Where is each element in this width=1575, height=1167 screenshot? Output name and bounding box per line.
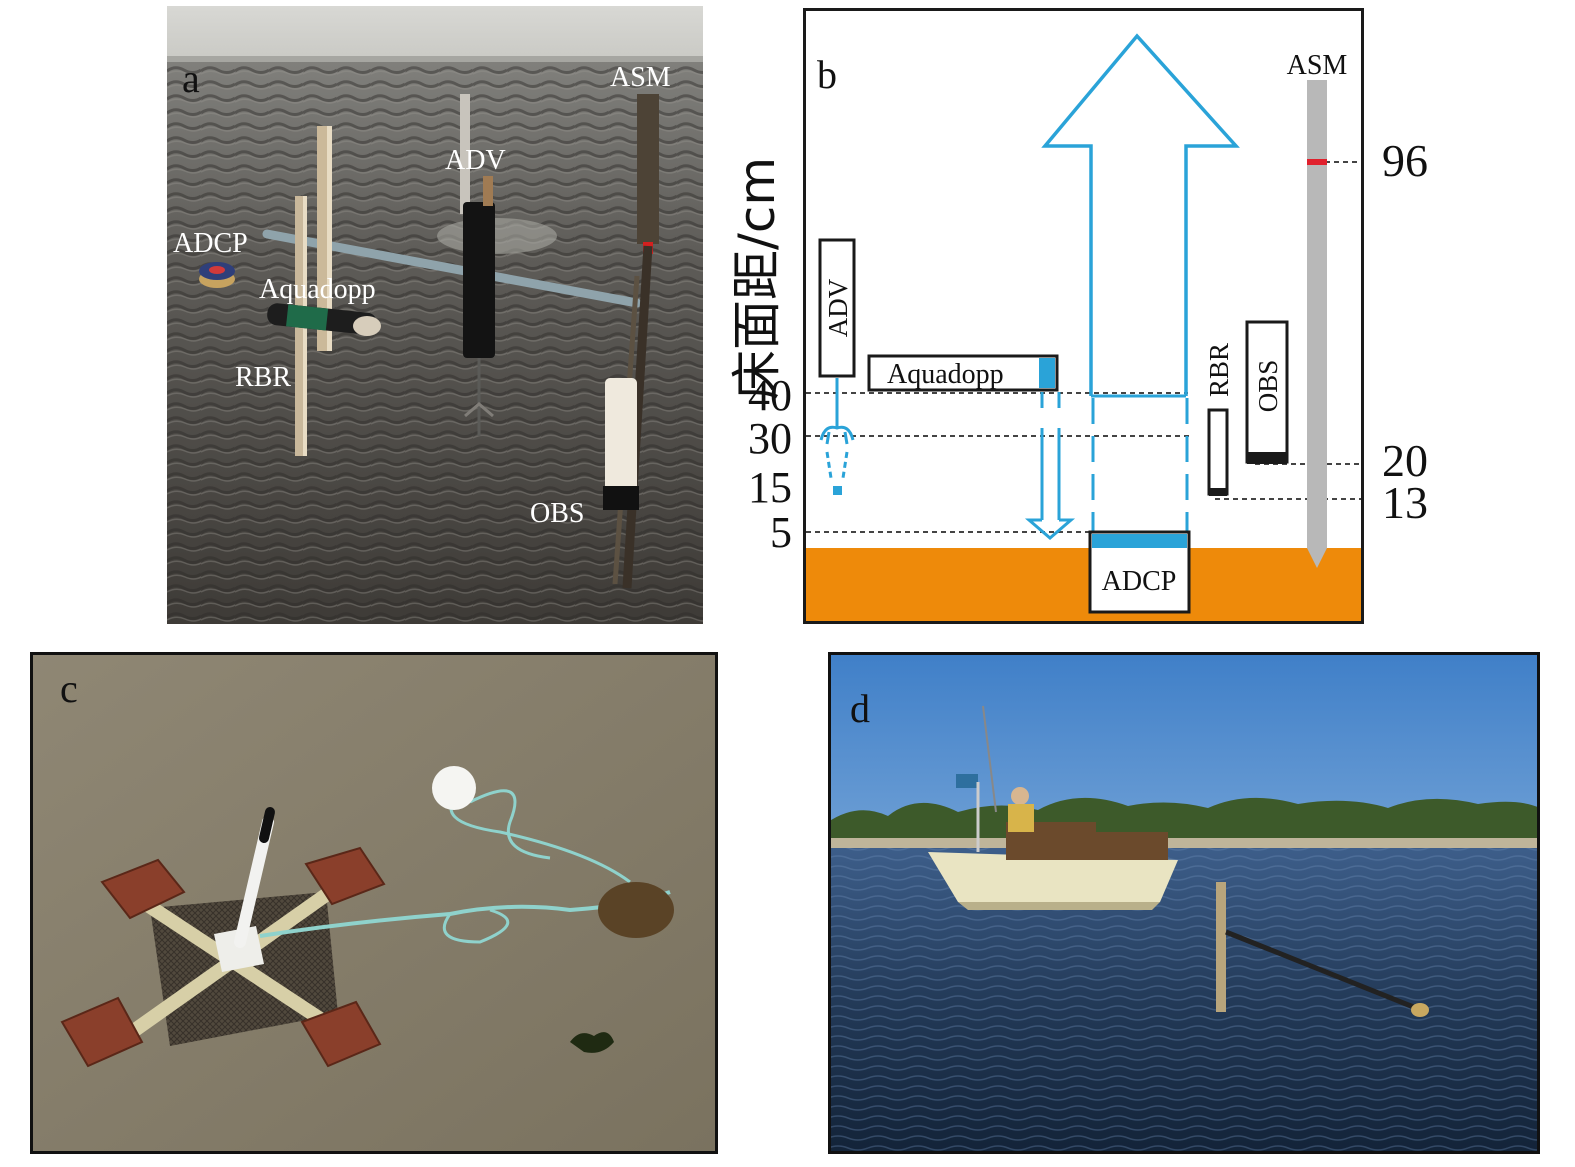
tick-15: 15 bbox=[748, 463, 792, 512]
tick-20: 20 bbox=[1382, 435, 1428, 486]
adv-box bbox=[818, 238, 856, 378]
panel-c-letter: c bbox=[60, 666, 78, 711]
panel-a-letter: a bbox=[182, 56, 200, 101]
axis-label-text: 床面距/cm bbox=[728, 157, 786, 400]
rbr-label: RBR bbox=[1204, 343, 1234, 397]
instrument-schematic: ADCP Aquadopp ADV RBR bbox=[803, 8, 1364, 624]
tick-5: 5 bbox=[770, 508, 792, 550]
obs-label: OBS bbox=[1253, 360, 1283, 413]
label-asm: ASM bbox=[610, 62, 671, 93]
asm-rod bbox=[1307, 80, 1327, 568]
adcp-label: ADCP bbox=[1102, 566, 1177, 597]
panel-c-photo: c bbox=[30, 652, 718, 1154]
tick-40: 40 bbox=[748, 371, 792, 420]
tick-13: 13 bbox=[1382, 477, 1428, 528]
adv-probe bbox=[819, 378, 855, 479]
panel-b-letter: b bbox=[817, 52, 837, 97]
height-axis-label: 床面距/cm bbox=[728, 157, 786, 400]
panel-d-letter: d bbox=[850, 686, 870, 731]
panel-a-photo: a ASM ADV ADCP Aquadopp RBR OBS bbox=[167, 6, 703, 624]
right-tick-labels: 96 20 13 bbox=[1382, 135, 1428, 528]
aquadopp-beam-arrow bbox=[1024, 392, 1076, 540]
adcp-beam-arrow bbox=[1041, 33, 1240, 396]
left-tick-labels: 40 30 15 5 bbox=[748, 371, 792, 550]
sand-frame-photo: c bbox=[30, 652, 718, 1154]
boat-water-photo: d bbox=[828, 652, 1540, 1154]
asm-label: ASM bbox=[1287, 50, 1348, 81]
rbr-box bbox=[1207, 408, 1229, 496]
sediment-layer bbox=[806, 548, 1361, 621]
label-adcp: ADCP bbox=[173, 228, 248, 259]
label-obs: OBS bbox=[530, 498, 584, 529]
tick-96: 96 bbox=[1382, 135, 1428, 186]
panel-d-photo: d bbox=[828, 652, 1540, 1154]
adv-label: ADV bbox=[823, 278, 853, 337]
label-rbr: RBR bbox=[235, 362, 291, 393]
aquadopp-label: Aquadopp bbox=[887, 359, 1004, 390]
tidal-flat-photo: a ASM ADV ADCP Aquadopp RBR OBS bbox=[167, 6, 703, 624]
label-adv: ADV bbox=[445, 145, 506, 176]
panel-b-diagram: ADCP Aquadopp ADV RBR bbox=[803, 8, 1364, 624]
tick-30: 30 bbox=[748, 414, 792, 463]
label-aquadopp: Aquadopp bbox=[259, 274, 376, 305]
aquadopp-box bbox=[867, 354, 1059, 392]
